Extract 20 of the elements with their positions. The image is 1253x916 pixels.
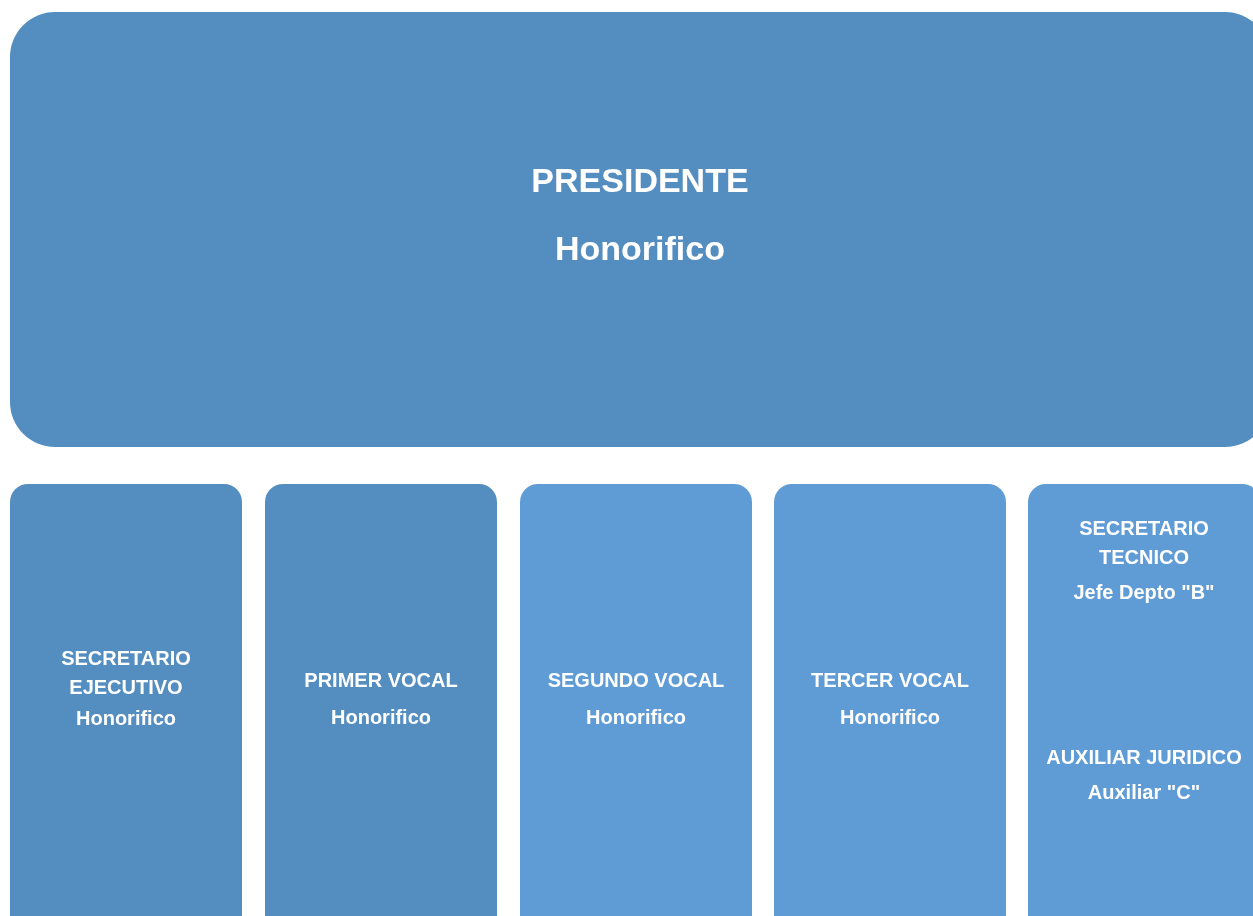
role-subtitle: Honorifico <box>840 705 940 730</box>
org-box <box>1028 484 1253 916</box>
role-title: TERCER VOCAL <box>811 668 969 693</box>
org-box <box>520 484 752 916</box>
role-subtitle: Honorifico <box>586 705 686 730</box>
role-title: SECRETARIO EJECUTIVO <box>60 646 192 700</box>
role-subtitle: Jefe Depto "B" <box>1073 580 1215 605</box>
org-box <box>10 484 242 916</box>
role-subtitle: Honorifico <box>76 706 176 731</box>
role-subtitle: Auxiliar "C" <box>1087 780 1201 805</box>
role-title: SECRETARIO TECNICO <box>1078 516 1210 570</box>
role-title: PRIMER VOCAL <box>304 668 458 693</box>
org-box <box>265 484 497 916</box>
role-title: SEGUNDO VOCAL <box>547 668 725 693</box>
role-title: PRESIDENTE <box>531 160 749 202</box>
org-box <box>774 484 1006 916</box>
role-title: AUXILIAR JURIDICO <box>1046 745 1242 770</box>
role-subtitle: Honorifico <box>331 705 431 730</box>
role-subtitle: Honorifico <box>555 227 725 269</box>
org-box <box>10 12 1253 447</box>
